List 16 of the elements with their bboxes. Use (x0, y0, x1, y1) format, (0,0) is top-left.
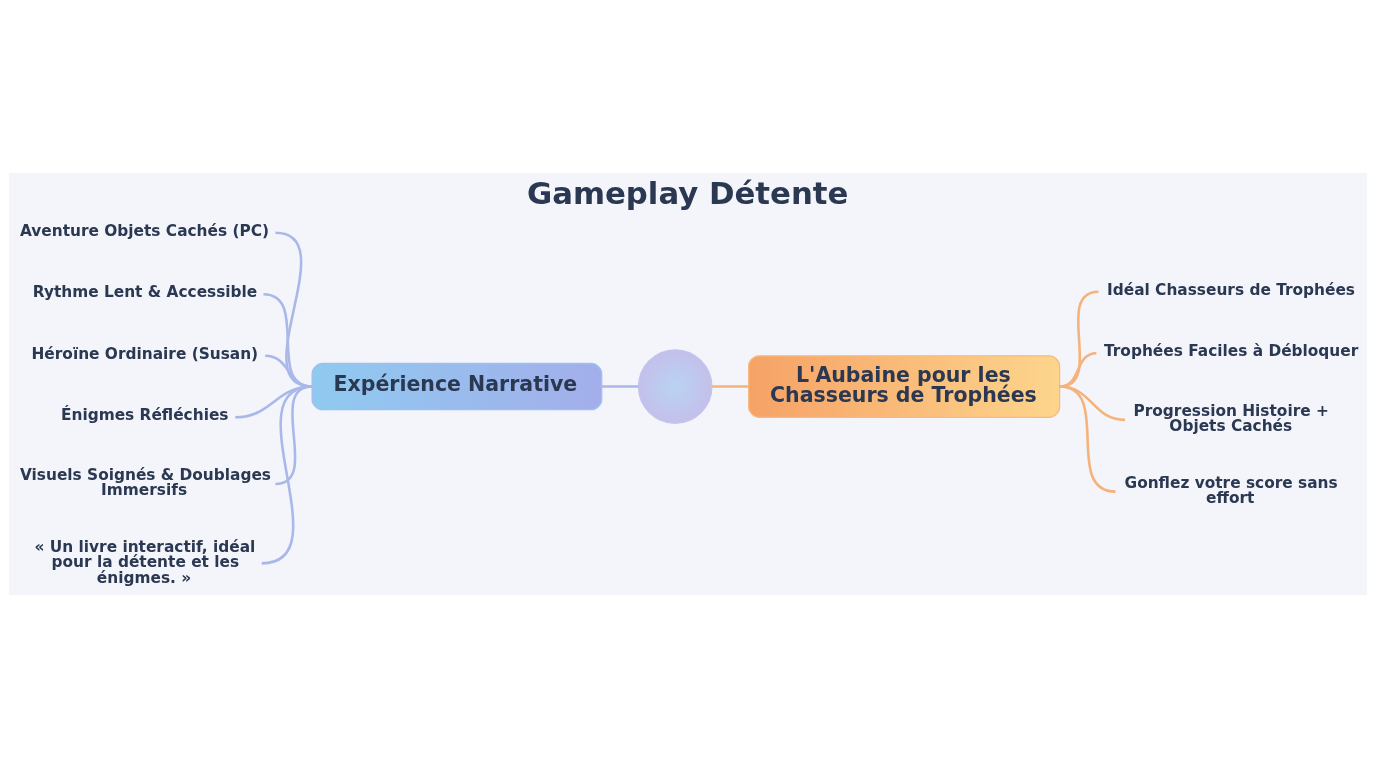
node-box: Expérience Narrative (311, 362, 603, 411)
node-text: Aventure Objets Cachés (PC) (19, 221, 270, 240)
node-text: Rythme Lent & Accessible (32, 283, 258, 302)
connector (711, 385, 749, 388)
node-text: Énigmes Réfléchies (60, 406, 229, 425)
node-circle (637, 349, 713, 424)
node-text: « Un livre interactif, idéal pour la détente et les énigmes. » (34, 537, 256, 587)
node-text: Progression Histoire + Objets Cachés (1133, 401, 1329, 436)
node-text: Idéal Chasseurs de Trophées (1107, 280, 1355, 299)
node-text: Visuels Soignés & Doublages Immersifs (19, 466, 271, 500)
node-box: L'Aubaine pour les Chasseurs de Trophées (748, 355, 1061, 418)
connector (601, 385, 639, 388)
node-text: Trophées Faciles à Débloquer (1104, 342, 1359, 361)
diagram-title: Gameplay Détente (526, 174, 849, 211)
node-text: Gonflez votre score sans effort (1124, 473, 1338, 508)
node-text: Héroïne Ordinaire (Susan) (31, 344, 259, 363)
